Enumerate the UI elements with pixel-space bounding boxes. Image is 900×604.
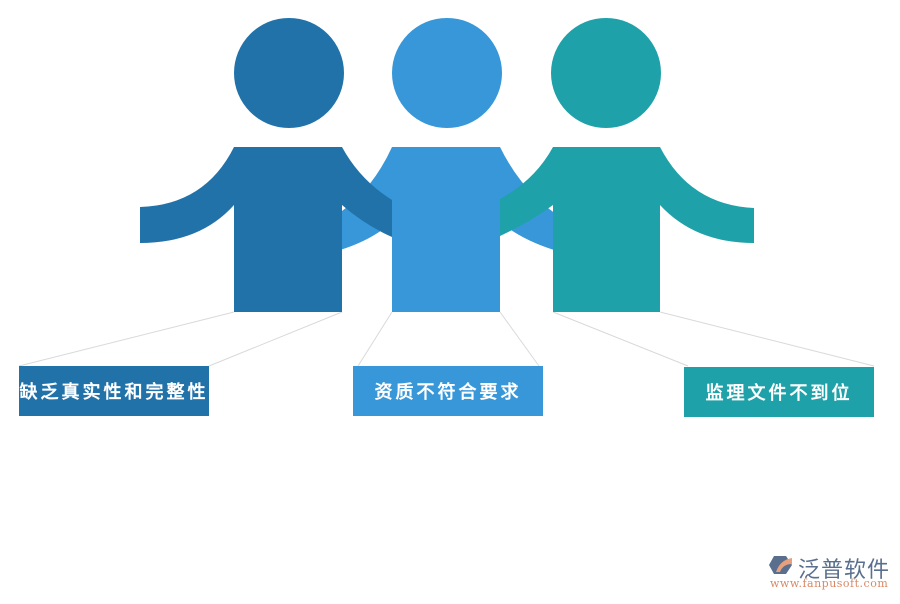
arm-right [660, 147, 754, 243]
connector-line [208, 311, 343, 367]
label-text: 资质不符合要求 [374, 382, 522, 403]
figure-left [140, 18, 392, 312]
head [234, 18, 344, 128]
body [392, 147, 500, 312]
figure-middle [320, 18, 574, 312]
label-lacks-authenticity: 缺乏真实性和完整性 [19, 366, 209, 416]
connector-lines [18, 311, 875, 367]
body [234, 147, 342, 312]
watermark-logo: 泛普软件 www.fanpusoft.com [766, 552, 896, 592]
brand-url: www.fanpusoft.com [770, 577, 889, 590]
fanpu-logo-icon [769, 556, 792, 574]
connector-line [659, 311, 875, 367]
label-text: 缺乏真实性和完整性 [19, 382, 209, 403]
label-text: 监理文件不到位 [705, 383, 853, 404]
brand-name: 泛普软件 [798, 558, 891, 583]
arm-right [342, 147, 392, 237]
label-supervision-docs-missing: 监理文件不到位 [684, 367, 874, 417]
figure-right [500, 18, 754, 312]
arm-left [500, 147, 553, 236]
label-qualification-mismatch: 资质不符合要求 [353, 366, 543, 416]
head [551, 18, 661, 128]
connector-line [552, 311, 689, 367]
connector-line [357, 311, 393, 367]
connector-line [499, 311, 540, 367]
body [553, 147, 660, 312]
head [392, 18, 502, 128]
connector-line [18, 311, 235, 367]
arm-left [140, 147, 234, 243]
